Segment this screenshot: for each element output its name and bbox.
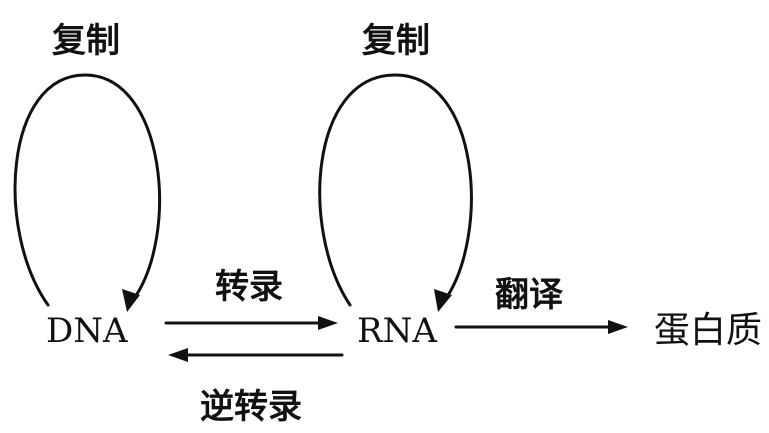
transcription-label: 转录 bbox=[215, 267, 283, 307]
translation-arrow bbox=[454, 320, 628, 334]
rna-node-label: RNA bbox=[357, 311, 437, 351]
reverse-transcription-arrow bbox=[168, 348, 344, 362]
translation-label: 翻译 bbox=[495, 275, 564, 315]
reverse-transcription-arrowhead bbox=[168, 348, 188, 362]
rna-replication-arrowhead bbox=[434, 289, 452, 312]
dna-replication-arrowhead bbox=[122, 289, 140, 312]
dna-replication-loop bbox=[13, 73, 162, 312]
reverse-transcription-label: 逆转录 bbox=[200, 387, 302, 427]
transcription-arrowhead bbox=[318, 316, 338, 330]
rna-replication-loop bbox=[318, 73, 473, 312]
translation-arrowhead bbox=[608, 320, 628, 334]
rna-replication-loop-arrow bbox=[318, 73, 473, 307]
dna-replication-loop-arrow bbox=[13, 73, 162, 307]
dna-replication-label: 复制 bbox=[52, 21, 120, 61]
dna-node-label: DNA bbox=[46, 311, 128, 351]
protein-node-label: 蛋白质 bbox=[654, 310, 762, 351]
transcription-arrow bbox=[164, 316, 338, 330]
rna-replication-label: 复制 bbox=[362, 21, 430, 61]
